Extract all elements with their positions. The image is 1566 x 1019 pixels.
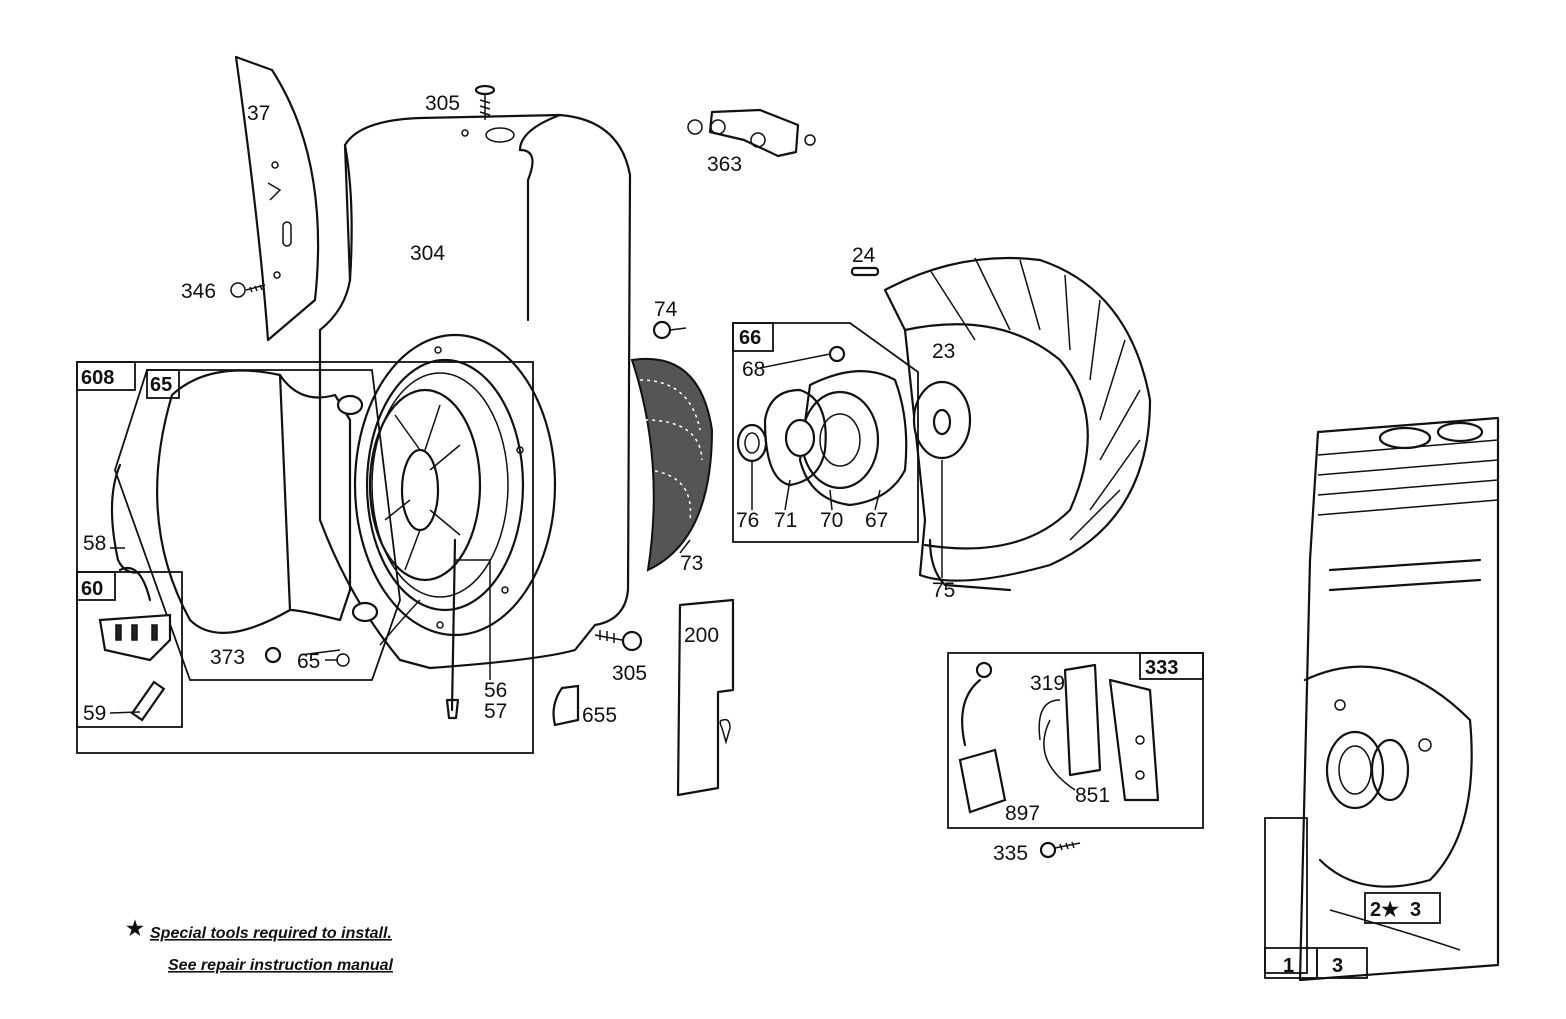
part-304-blower-housing [318,113,632,720]
part-71-cup [763,388,827,487]
label-57: 57 [484,700,507,723]
part-346-screw [230,282,266,298]
label-58: 58 [83,532,106,555]
label-70: 70 [820,509,843,532]
part-75-flywheel [883,256,1152,592]
star-icon: ★ [126,918,144,940]
label-200: 200 [684,624,719,647]
part-655-clip [552,684,580,727]
part-67-flange [798,370,908,507]
label-608: 608 [81,367,114,389]
part-373-nut [264,646,282,664]
note-line-2: See repair instruction manual [168,957,394,974]
part-58-wire [110,463,142,574]
part-335-screw [1039,841,1081,859]
label-2-star: 2★ [1370,899,1399,921]
label-373: 373 [210,646,245,669]
label-333: 333 [1145,657,1178,679]
special-tools-note: ★ Special tools required to install. See… [126,918,394,974]
label-37: 37 [247,102,270,125]
label-65: 65 [297,650,320,673]
part-74-screw [652,320,687,340]
label-59: 59 [83,702,106,725]
label-74: 74 [654,298,678,321]
label-23: 23 [932,340,955,363]
part-305-top-screw [474,84,496,120]
part-305-lower-screw [594,630,643,652]
label-1: 1 [1283,955,1294,977]
label-319: 319 [1030,672,1065,695]
label-655: 655 [582,704,617,727]
label-897: 897 [1005,802,1040,825]
label-73: 73 [680,552,703,575]
part-66-box [732,322,919,543]
label-24: 24 [852,244,876,267]
label-304: 304 [410,242,445,265]
leader-lines [109,353,943,714]
part-363-bracket [687,108,816,158]
part-73-screen [630,357,714,572]
part-68-ball [828,345,846,363]
part-200-plate [676,598,735,797]
label-3-b: 3 [1410,899,1421,921]
part-65-screw [325,653,350,667]
part-labels: 37 305 304 346 363 24 74 66 68 23 76 71 … [81,92,1421,977]
label-76: 76 [736,509,759,532]
engine-block [1264,416,1500,982]
label-305-lower: 305 [612,662,647,685]
label-305-top: 305 [425,92,460,115]
label-67: 67 [865,509,888,532]
note-line-1: Special tools required to install. [150,925,392,942]
label-363: 363 [707,153,742,176]
part-24-key [850,266,880,277]
label-56: 56 [484,679,507,702]
part-76-seal [736,423,768,463]
label-3-a: 3 [1332,955,1343,977]
label-851: 851 [1075,784,1110,807]
label-60: 60 [81,578,103,600]
label-346: 346 [181,280,216,303]
part-60-box [76,567,183,728]
part-333-box [947,652,1204,829]
label-66: 66 [739,327,761,349]
label-335: 335 [993,842,1028,865]
part-65-box [114,369,401,681]
label-68: 68 [742,358,765,381]
label-65-box: 65 [150,374,172,396]
part-37-baffle [234,55,320,342]
label-75: 75 [932,579,955,602]
part-608-box [76,361,534,754]
label-71: 71 [774,509,797,532]
